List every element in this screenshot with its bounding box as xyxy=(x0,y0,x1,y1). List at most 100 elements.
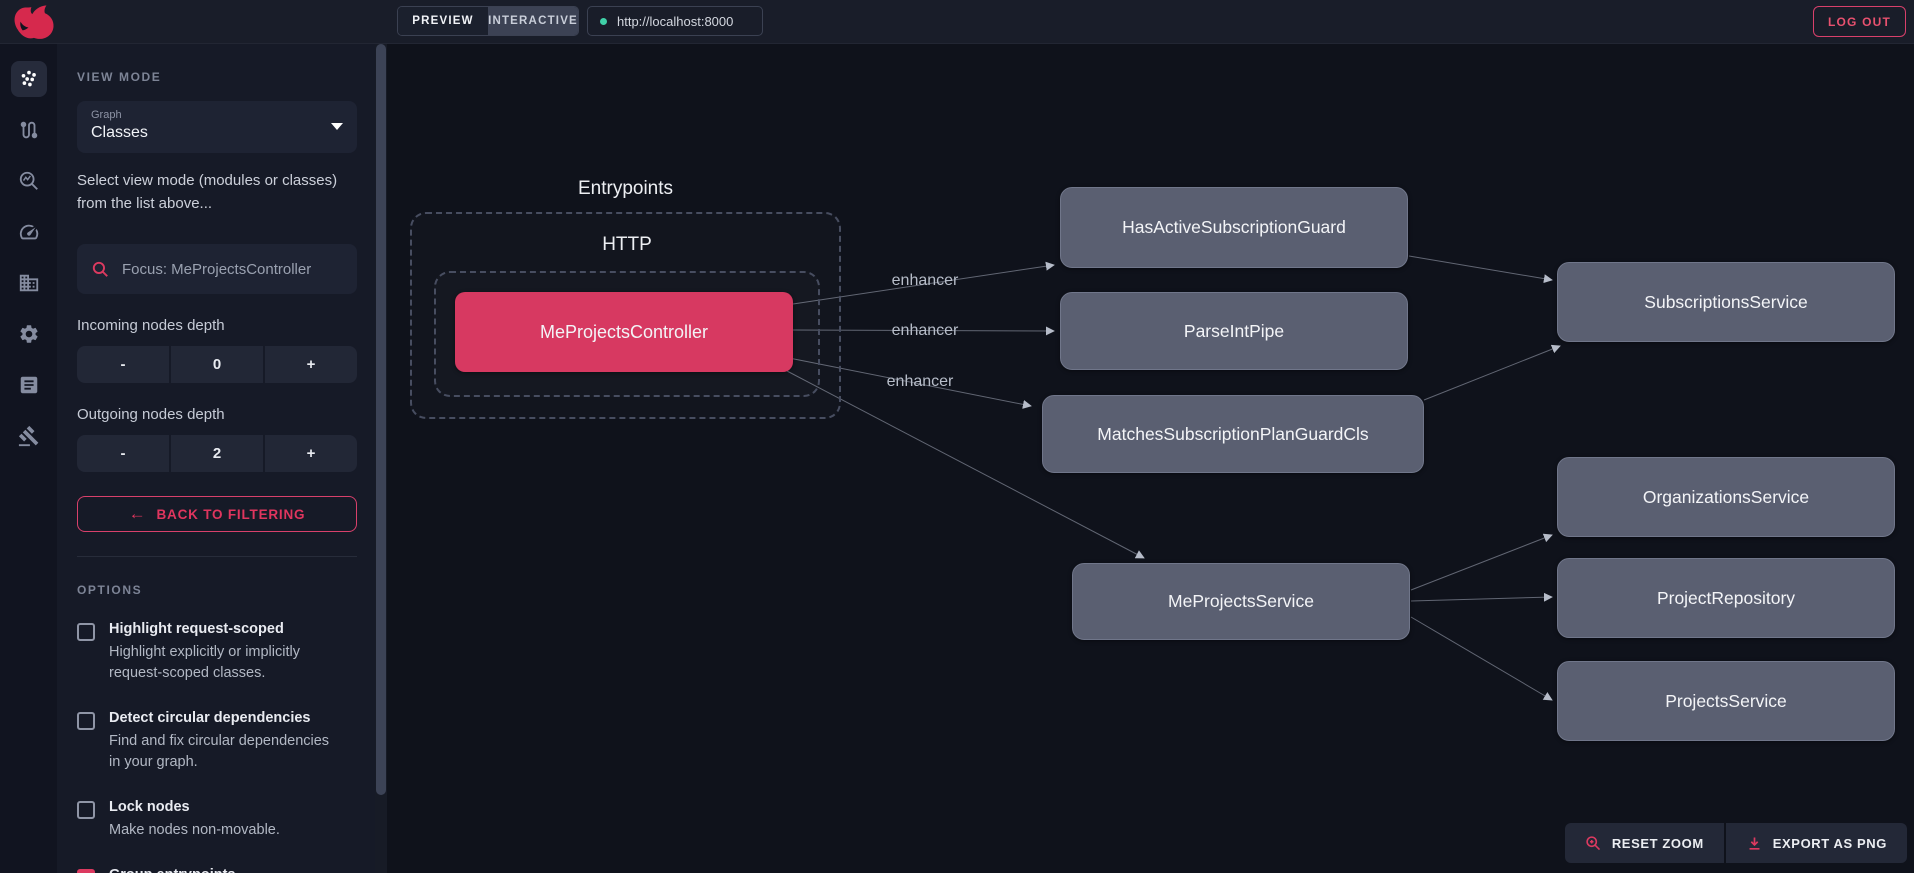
checkbox-detect-circular-dependencies[interactable] xyxy=(77,712,95,730)
chevron-down-icon xyxy=(331,123,343,130)
graph-node-MeProjectsService[interactable]: MeProjectsService xyxy=(1072,563,1410,640)
target-url-field[interactable]: http://localhost:8000 xyxy=(587,6,763,36)
route-icon xyxy=(18,119,40,141)
edge-label-MeProjectsController-to-HasActiveSubscriptionGuard: enhancer xyxy=(891,272,959,289)
option-title: Group entrypoints xyxy=(109,867,339,873)
outgoing-depth-value: 2 xyxy=(171,435,263,472)
download-icon xyxy=(1746,835,1763,852)
search-icon xyxy=(91,260,110,279)
graph-edge-MatchesSubscriptionPlanGuardCls-to-SubscriptionsService xyxy=(1423,344,1561,401)
edge-label-MeProjectsController-to-ParseIntPipe: enhancer xyxy=(891,322,959,339)
view-mode-help-text: Select view mode (modules or classes) fr… xyxy=(77,172,338,212)
graph-node-ParseIntPipe[interactable]: ParseIntPipe xyxy=(1060,292,1408,370)
sidebar-scrollbar-thumb[interactable] xyxy=(376,44,386,795)
checkbox-group-entrypoints[interactable] xyxy=(77,869,95,873)
option-title: Highlight request-scoped xyxy=(109,621,284,637)
incoming-depth-label: Incoming nodes depth xyxy=(77,317,225,334)
checkbox-lock-nodes[interactable] xyxy=(77,801,95,819)
left-arrow-icon: ← xyxy=(128,504,147,523)
sidebar-scrollbar xyxy=(375,44,387,873)
back-to-filtering-button[interactable]: ← BACK TO FILTERING xyxy=(77,496,357,532)
rail-audit-button[interactable] xyxy=(11,418,47,454)
group-box-entrypoints xyxy=(410,212,841,419)
search-stats-icon xyxy=(18,170,40,192)
back-to-filtering-label: BACK TO FILTERING xyxy=(156,506,306,522)
graph-edge-MeProjectsService-to-OrganizationsService xyxy=(1410,533,1553,591)
rail-graph-button[interactable] xyxy=(10,61,47,97)
logout-button[interactable]: LOG OUT xyxy=(1812,6,1906,37)
group-label-entrypoints: Entrypoints xyxy=(577,178,674,199)
rail-modules-button[interactable] xyxy=(11,265,47,301)
option-description: Make nodes non-movable. xyxy=(109,822,280,838)
graph-node-MeProjectsController[interactable]: MeProjectsController xyxy=(455,292,793,372)
outgoing-depth-label: Outgoing nodes depth xyxy=(77,406,225,423)
option-title: Detect circular dependencies xyxy=(109,710,311,726)
edge-label-MeProjectsController-to-MatchesSubscriptionPlanGuardCls: enhancer xyxy=(886,373,954,390)
graph-edge-MeProjectsController-to-ParseIntPipe xyxy=(792,326,1055,336)
gavel-icon xyxy=(18,425,40,447)
zoom-in-magnifier-icon xyxy=(1585,835,1602,852)
group-box-http xyxy=(434,271,820,397)
tab-preview[interactable]: PREVIEW xyxy=(398,7,488,35)
rail-routes-button[interactable] xyxy=(11,112,47,148)
graph-edge-MeProjectsController-to-HasActiveSubscriptionGuard xyxy=(792,261,1055,305)
option-highlight-request-scoped[interactable]: Highlight request-scoped Highlight expli… xyxy=(77,621,357,684)
incoming-depth-value: 0 xyxy=(171,346,263,383)
checkbox-highlight-request-scoped[interactable] xyxy=(77,623,95,641)
view-mode-header: VIEW MODE xyxy=(77,70,162,84)
group-label-http: HTTP xyxy=(602,234,652,255)
option-group-entrypoints[interactable]: Group entrypoints Organize entrypoints w… xyxy=(77,867,357,873)
graph-edge-MeProjectsController-to-MeProjectsService xyxy=(786,370,1145,559)
graph-edge-MeProjectsService-to-ProjectRepository xyxy=(1410,592,1553,602)
graph-node-SubscriptionsService[interactable]: SubscriptionsService xyxy=(1557,262,1895,342)
article-icon xyxy=(18,374,40,396)
buildings-icon xyxy=(18,272,40,294)
graph-edge-MeProjectsService-to-ProjectsService xyxy=(1410,616,1553,701)
option-title: Lock nodes xyxy=(109,799,190,815)
rail-settings-button[interactable] xyxy=(11,316,47,352)
rail-insights-button[interactable] xyxy=(11,163,47,199)
graph-node-HasActiveSubscriptionGuard[interactable]: HasActiveSubscriptionGuard xyxy=(1060,187,1408,268)
focus-input[interactable]: Focus: MeProjectsController xyxy=(77,244,357,294)
incoming-depth-decrement-button[interactable]: - xyxy=(77,346,169,383)
option-description: Find and fix circular dependencies in yo… xyxy=(109,733,330,770)
option-description: Highlight explicitly or implicitly reque… xyxy=(109,644,300,681)
export-png-label: EXPORT AS PNG xyxy=(1772,835,1887,851)
incoming-depth-stepper: - 0 + xyxy=(77,346,357,383)
tab-interactive[interactable]: INTERACTIVE xyxy=(488,7,578,35)
preview-mode-toggle: PREVIEW INTERACTIVE xyxy=(397,6,579,36)
graph-node-ProjectRepository[interactable]: ProjectRepository xyxy=(1557,558,1895,638)
speedometer-icon xyxy=(18,221,40,243)
graph-node-MatchesSubscriptionPlanGuardCls[interactable]: MatchesSubscriptionPlanGuardCls xyxy=(1042,395,1424,473)
graph-node-OrganizationsService[interactable]: OrganizationsService xyxy=(1557,457,1895,537)
graph-node-ProjectsService[interactable]: ProjectsService xyxy=(1557,661,1895,741)
reset-zoom-button[interactable]: RESET ZOOM xyxy=(1564,823,1724,863)
sidebar-divider xyxy=(77,556,357,557)
connection-status-dot xyxy=(600,17,607,25)
outgoing-depth-decrement-button[interactable]: - xyxy=(77,435,169,472)
rail-performance-button[interactable] xyxy=(11,214,47,250)
nestjs-logo xyxy=(10,2,62,42)
topbar: PREVIEW INTERACTIVE http://localhost:800… xyxy=(0,0,1914,44)
sidebar: VIEW MODE Graph Classes Select view mode… xyxy=(57,44,375,873)
graph-edge-MeProjectsController-to-MatchesSubscriptionPlanGuardCls xyxy=(788,357,1032,409)
option-detect-circular-dependencies[interactable]: Detect circular dependencies Find and fi… xyxy=(77,710,357,773)
option-lock-nodes[interactable]: Lock nodes Make nodes non-movable. xyxy=(77,799,357,841)
rail-docs-button[interactable] xyxy=(11,367,47,403)
select-label: Graph xyxy=(91,109,122,121)
options-list: Highlight request-scoped Highlight expli… xyxy=(77,621,357,873)
outgoing-depth-increment-button[interactable]: + xyxy=(265,435,357,472)
graph-mode-select[interactable]: Graph Classes xyxy=(77,101,357,153)
canvas-controls: RESET ZOOM EXPORT AS PNG xyxy=(1564,823,1907,863)
options-header: OPTIONS xyxy=(77,583,143,597)
graph-edges xyxy=(786,255,1561,701)
focus-input-value: Focus: MeProjectsController xyxy=(122,260,312,278)
incoming-depth-increment-button[interactable]: + xyxy=(265,346,357,383)
icon-rail xyxy=(0,44,57,873)
graph-edge-HasActiveSubscriptionGuard-to-SubscriptionsService xyxy=(1408,255,1553,284)
export-png-button[interactable]: EXPORT AS PNG xyxy=(1725,823,1907,863)
gear-icon xyxy=(18,323,40,345)
